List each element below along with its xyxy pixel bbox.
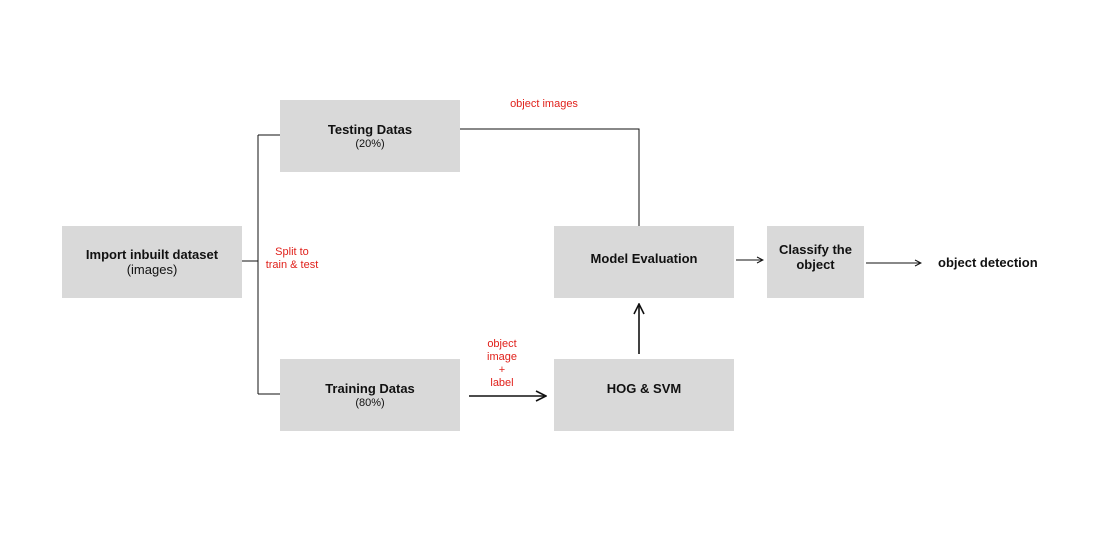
object-image-label-annotation: object image + label — [476, 338, 528, 390]
object-image-label-line4: label — [490, 377, 514, 389]
split-label-line1: Split to — [275, 246, 309, 258]
classify-object-node: Classify the object — [767, 226, 864, 298]
training-datas-node: Training Datas (80%) — [280, 359, 460, 431]
object-image-label-line2: image — [487, 351, 517, 363]
object-images-label: object images — [510, 98, 578, 110]
connector-testing-to-model-evaluation — [460, 128, 640, 226]
object-detection-output: object detection — [938, 255, 1038, 270]
import-dataset-node: Import inbuilt dataset (images) — [62, 226, 242, 298]
testing-datas-node: Testing Datas (20%) — [280, 100, 460, 172]
model-evaluation-title: Model Evaluation — [590, 250, 698, 266]
object-image-label-line3: + — [498, 364, 506, 376]
classify-object-line2: object — [796, 257, 835, 272]
object-image-label-line1: object — [487, 338, 517, 350]
hog-svm-node: HOG & SVM — [554, 359, 734, 431]
testing-datas-subtitle: (20%) — [355, 137, 385, 150]
classify-object-line1: Classify the — [779, 242, 852, 257]
testing-datas-title: Testing Datas — [327, 121, 413, 137]
split-label: Split to train & test — [262, 246, 322, 272]
import-dataset-subtitle: (images) — [126, 262, 178, 277]
hog-svm-title: HOG & SVM — [606, 380, 682, 396]
training-datas-subtitle: (80%) — [355, 396, 385, 409]
import-dataset-title: Import inbuilt dataset — [85, 247, 219, 262]
model-evaluation-node: Model Evaluation — [554, 226, 734, 298]
split-label-line2: train & test — [265, 259, 319, 271]
training-datas-title: Training Datas — [325, 380, 415, 396]
